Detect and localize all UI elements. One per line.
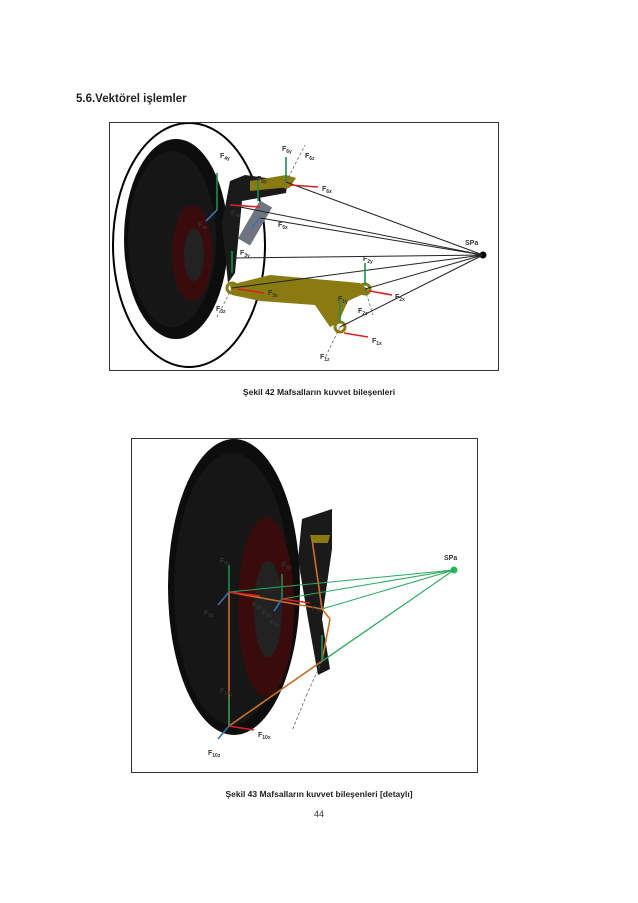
label-f10y: F10y	[220, 688, 233, 697]
label-f10z: F10z	[208, 750, 221, 759]
label-f1y: F1y	[338, 296, 348, 305]
label-f5x: F5x	[278, 222, 288, 231]
lower-control-arm	[230, 275, 370, 327]
label-f3x: F3x	[268, 290, 278, 299]
label-f9z: F9z	[204, 610, 214, 619]
section-heading: 5.6.Vektörel işlemler	[76, 93, 187, 105]
spa-label: SPa	[465, 240, 478, 247]
label-f1z: F1z	[320, 354, 330, 363]
label-f6y: F6y	[282, 146, 292, 155]
label-f1x: F1x	[372, 338, 382, 347]
label-f2x: F2x	[395, 294, 405, 303]
label-f8y: F8y	[282, 562, 292, 571]
label-f4y: F4y	[220, 153, 230, 162]
figure-43: F9y F8y F9z F9x F8x F8z F7x F10y F10z F1…	[131, 438, 478, 773]
label-f8z: F8z	[270, 620, 280, 629]
label-f4x: F4x	[231, 210, 241, 219]
label-f8x: F8x	[262, 610, 272, 619]
highlight-ellipse	[112, 122, 266, 368]
figure-42-illustration: F4y F4z F5y F4x F5x F6y F6z F6x F3y F3x …	[112, 122, 487, 368]
label-f5y: F5y	[257, 176, 267, 185]
label-f2y: F2y	[363, 256, 373, 265]
label-f9x: F9x	[252, 602, 262, 611]
label-f10x: F10x	[258, 732, 271, 741]
label-f9y: F9y	[220, 558, 230, 567]
page-number: 44	[313, 809, 324, 819]
label-f6z: F6z	[305, 153, 315, 162]
label-f7x: F7x	[312, 606, 322, 615]
label-f4z: F4z	[198, 222, 208, 231]
figure-42: F4y F4z F5y F4x F5x F6y F6z F6x F3y F3x …	[109, 122, 499, 371]
figure-43-caption: Şekil 43 Mafsalların kuvvet bileşenleri …	[225, 789, 413, 799]
label-f2z: F2z	[358, 308, 368, 317]
figure-42-caption: Şekil 42 Mafsalların kuvvet bileşenleri	[242, 387, 396, 397]
label-f3z: F3z	[216, 306, 226, 315]
label-f6x: F6x	[322, 186, 332, 195]
label-f3y: F3y	[240, 250, 250, 259]
figure-43-illustration: F9y F8y F9z F9x F8x F8z F7x F10y F10z F1…	[168, 439, 458, 759]
spa-label-detail: SPa	[444, 555, 457, 562]
